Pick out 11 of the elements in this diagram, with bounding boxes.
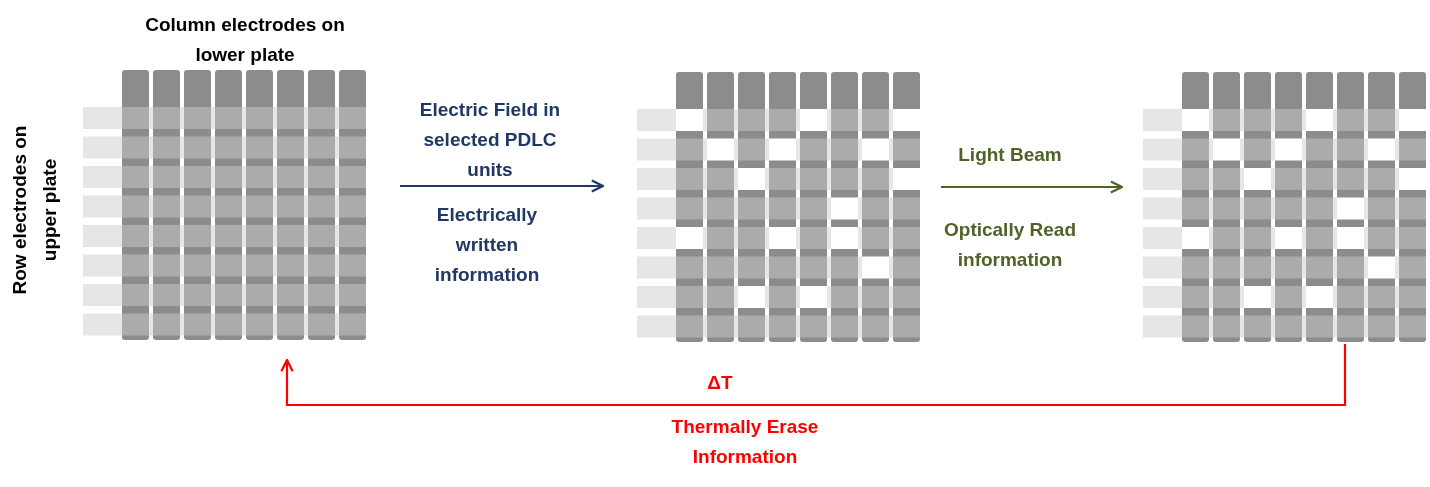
electrode-grid-drawing [636,72,921,342]
electrode-grid-drawing [1142,72,1427,342]
arrow [400,179,605,193]
arrow [941,180,1124,194]
arrow [280,344,1347,407]
axis-title: Row electrodes on upper plate [8,124,61,297]
caption-text: Optically Read information [943,218,1077,272]
electrode-grid-drawing [82,70,367,340]
caption-text: Thermally Erase Information [670,415,820,469]
axis-title: Column electrodes on lower plate [144,13,346,67]
caption-text: Electrically written information [433,203,541,287]
